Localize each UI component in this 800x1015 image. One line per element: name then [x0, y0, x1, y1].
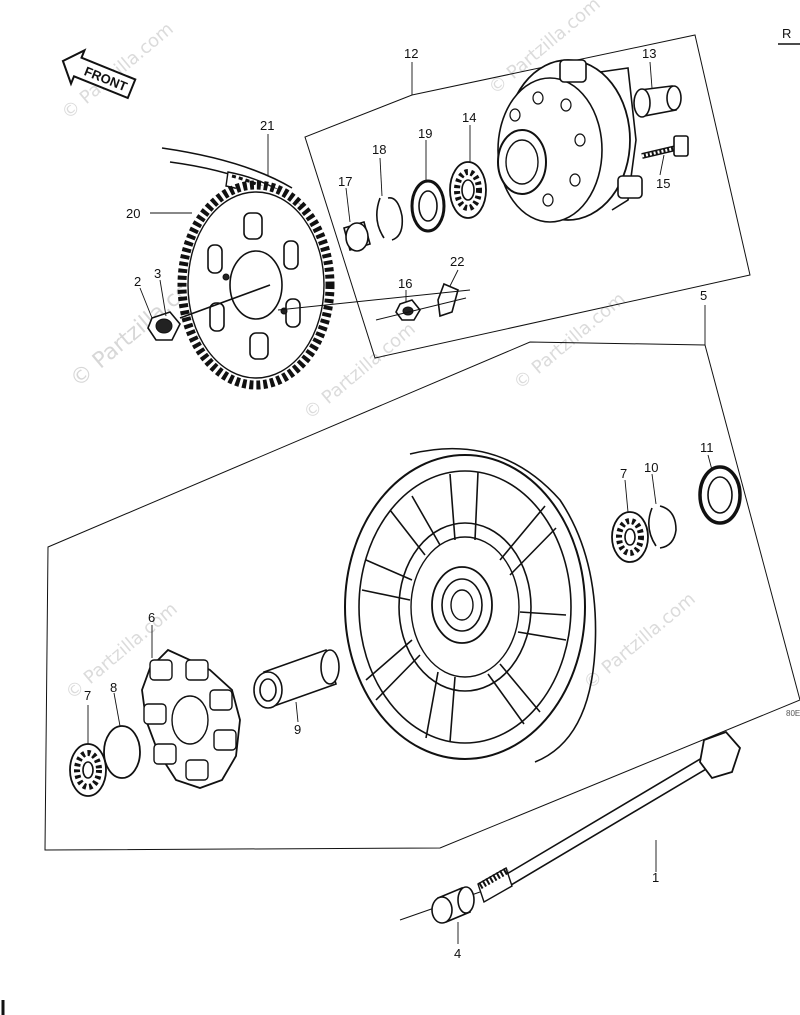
callout-22: 22 — [450, 254, 464, 269]
corner-letter: R — [782, 26, 791, 41]
callout-12: 12 — [404, 46, 418, 61]
stud-axis-2 — [375, 297, 467, 321]
callout-7b: 7 — [84, 688, 91, 703]
hub-nut — [395, 299, 421, 321]
callout-4: 4 — [454, 946, 461, 961]
rear-axle — [399, 730, 742, 921]
callout-19: 19 — [418, 126, 432, 141]
callout-16: 16 — [398, 276, 412, 291]
sprocket-nut — [147, 311, 181, 341]
hub-spacer — [343, 220, 371, 252]
watermark-lower-right: © Partzilla.com — [580, 588, 700, 693]
callout-9: 9 — [294, 722, 301, 737]
callout-3: 3 — [154, 266, 161, 281]
callout-11: 11 — [700, 440, 714, 455]
callout-10: 10 — [644, 460, 658, 475]
callout-1: 1 — [652, 870, 659, 885]
hub-bearing — [449, 161, 487, 219]
callout-14: 14 — [462, 110, 476, 125]
callout-7a: 7 — [620, 466, 627, 481]
callout-15: 15 — [656, 176, 670, 191]
sprocket-stud-axis — [179, 284, 271, 319]
axle-collar — [431, 886, 475, 924]
callout-21: 21 — [260, 118, 274, 133]
callout-5: 5 — [700, 288, 707, 303]
hub-oil-seal — [410, 179, 446, 233]
wheel-bearing-left — [69, 743, 107, 797]
lock-plate — [437, 282, 459, 318]
rear-sprocket — [177, 180, 335, 390]
callout-17: 17 — [338, 174, 352, 189]
callout-6: 6 — [148, 610, 155, 625]
wheel-circlip — [648, 505, 677, 549]
code-mark: 80E — [786, 709, 800, 718]
callout-13: 13 — [642, 46, 656, 61]
hub-circlip — [376, 197, 404, 241]
hub-group-outline — [304, 34, 751, 359]
hub-flange — [497, 59, 643, 223]
hub-bolt — [641, 135, 689, 159]
callout-2: 2 — [134, 274, 141, 289]
watermark-mid-right: © Partzilla.com — [510, 288, 630, 393]
callout-8: 8 — [110, 680, 117, 695]
hub-sleeve — [253, 648, 340, 709]
cast-wheel — [344, 447, 597, 763]
leader-lines — [87, 61, 713, 944]
o-ring — [103, 725, 141, 779]
rubber-damper — [141, 648, 241, 789]
stud-axis-1 — [277, 289, 471, 311]
callout-numbers: 1 2 3 4 5 6 7 7 8 9 10 11 12 13 14 15 16… — [84, 46, 714, 961]
callout-18: 18 — [372, 142, 386, 157]
wheel-bearing-right — [611, 511, 649, 563]
callout-20: 20 — [126, 206, 140, 221]
wheel-oil-seal — [698, 465, 742, 525]
hub-collar — [633, 85, 682, 118]
